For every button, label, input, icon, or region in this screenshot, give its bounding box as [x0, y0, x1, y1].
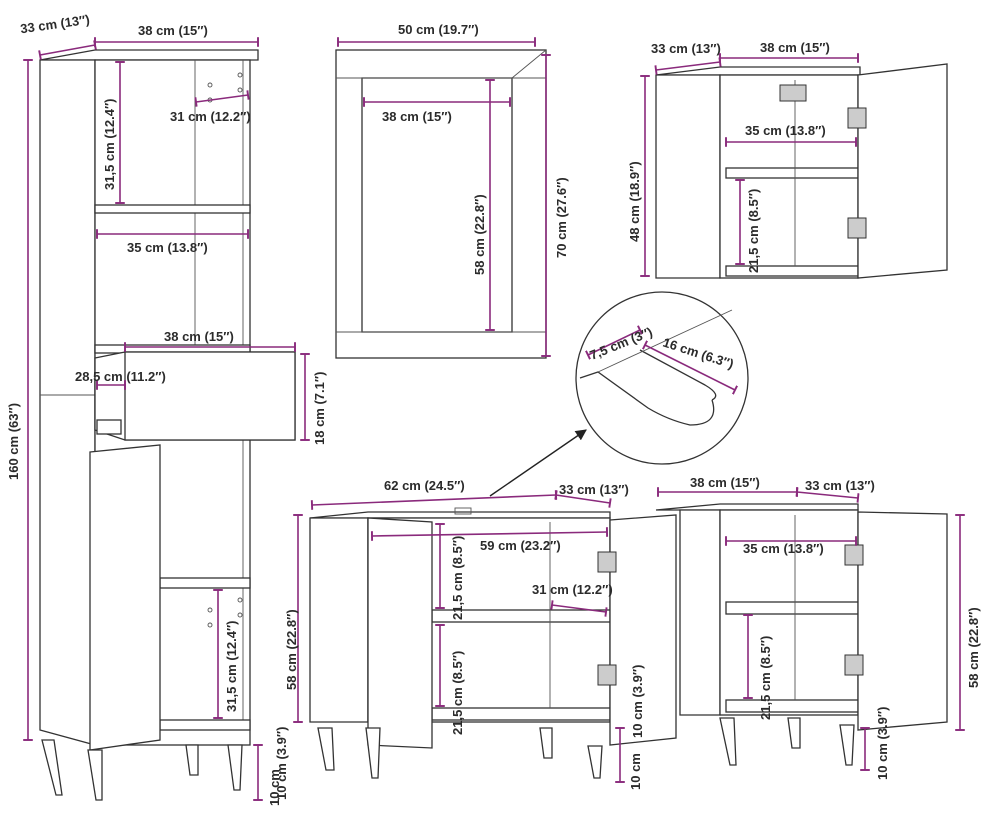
- mirror-inner-width-label: 38 cm (15″): [382, 109, 452, 124]
- mirror: 50 cm (19.7″) 38 cm (15″) 58 cm (22.8″) …: [335, 22, 569, 359]
- hinge-icon: [597, 551, 617, 573]
- sink-inner-width-label: 59 cm (23.2″): [480, 538, 561, 553]
- detail-arrow: [489, 429, 587, 497]
- tall-cabinet-shelf-lower: [159, 577, 251, 589]
- wall-inner-width-label: 35 cm (13.8″): [745, 123, 826, 138]
- sink-height-label: 58 cm (22.8″): [284, 609, 299, 690]
- sink-inner-depth-label: 31 cm (12.2″): [532, 582, 613, 597]
- tall-inner-depth-label: 31 cm (12.2″): [170, 109, 251, 124]
- tall-drawer-width-label: 38 cm (15″): [164, 329, 234, 344]
- side-cabinet-top: [655, 503, 859, 511]
- wall-cabinet-door: [857, 63, 948, 279]
- tall-height-label: 160 cm (63″): [6, 403, 21, 480]
- wall-width-label: 38 cm (15″): [760, 40, 830, 55]
- tall-cabinet-leg: [227, 744, 243, 791]
- wall-cabinet-side: [655, 74, 721, 279]
- side-inner-width-label: 35 cm (13.8″): [743, 541, 824, 556]
- sink-cabinet-side: [309, 517, 369, 723]
- tall-cabinet-bottom: [159, 719, 251, 731]
- hinge-icon: [847, 107, 867, 129]
- sink-leg-height-label: 10 cm (3.9″): [630, 665, 645, 738]
- wall-height-label: 48 cm (18.9″): [627, 161, 642, 242]
- wall-depth-label: 33 cm (13″): [651, 41, 721, 56]
- hinge-icon: [844, 544, 864, 566]
- tall-cabinet: 33 cm (13″) 38 cm (15″) 31 cm (12.2″) 31…: [6, 12, 327, 806]
- mirror-height-label: 70 cm (27.6″): [554, 177, 569, 258]
- sink-cabinet-leg: [587, 745, 603, 779]
- sink-leg-cm-label: 10 cm: [628, 753, 643, 790]
- tall-cabinet-leg: [41, 739, 63, 796]
- tall-leg-height-label: 10 cm (3.9″): [274, 727, 289, 800]
- tall-bottom-shelf-label: 31,5 cm (12.4″): [224, 620, 239, 712]
- hinge-icon: [847, 217, 867, 239]
- side-cabinet-leg: [787, 717, 801, 749]
- tall-drawer-depth-label: 28,5 cm (11.2″): [75, 369, 166, 384]
- side-cabinet-door: [857, 511, 948, 731]
- sink-cabinet: 62 cm (24.5″) 33 cm (13″) 59 cm (23.2″) …: [284, 478, 677, 790]
- sink-width-label: 62 cm (24.5″): [384, 478, 465, 493]
- wall-cabinet-bracket: [779, 84, 807, 102]
- tall-cabinet-drawer-front: [124, 351, 296, 441]
- side-width-label: 38 cm (15″): [690, 475, 760, 490]
- sink-cabinet-door-left: [367, 517, 433, 749]
- tall-cabinet-leg: [87, 749, 103, 801]
- mirror-inner-height-label: 58 cm (22.8″): [472, 194, 487, 275]
- wall-shelf-height-label: 21,5 cm (8.5″): [746, 189, 761, 273]
- tall-inner-width-label: 35 cm (13.8″): [127, 240, 208, 255]
- side-depth-label: 33 cm (13″): [805, 478, 875, 493]
- tall-cabinet-top: [39, 49, 259, 61]
- hinge-icon: [597, 664, 617, 686]
- tall-cabinet-side: [39, 59, 96, 746]
- side-cabinet-leg: [839, 724, 855, 766]
- side-cabinet-shelf: [725, 601, 859, 615]
- sink-cabinet-leg: [317, 727, 335, 771]
- tall-leg-cm-label: 10 cm: [267, 769, 282, 806]
- side-cabinet: 38 cm (15″) 33 cm (13″) 35 cm (13.8″) 21…: [655, 475, 981, 780]
- detail-circle: [575, 291, 749, 465]
- side-height-label: 58 cm (22.8″): [966, 607, 981, 688]
- sink-cabinet-top: [309, 511, 611, 519]
- handle-groove: [579, 371, 715, 426]
- wall-cabinet-top: [655, 66, 861, 76]
- sink-depth-label: 33 cm (13″): [559, 482, 629, 497]
- sink-upper-height-label: 21,5 cm (8.5″): [450, 536, 465, 620]
- drawer-slide: [96, 419, 122, 435]
- side-cabinet-side: [679, 509, 721, 716]
- side-lower-height-label: 21,5 cm (8.5″): [758, 636, 773, 720]
- tall-cabinet-door: [89, 444, 161, 751]
- tall-top-shelf-label: 31,5 cm (12.4″): [102, 98, 117, 190]
- hinge-icon: [844, 654, 864, 676]
- sink-cabinet-leg: [539, 727, 553, 759]
- tall-cabinet-leg: [185, 744, 199, 776]
- side-cabinet-leg: [719, 717, 737, 766]
- tall-depth-label: 33 cm (13″): [19, 12, 90, 37]
- side-leg-height-label: 10 cm (3.9″): [875, 707, 890, 780]
- handle-detail: 7,5 cm (3″) 16 cm (6.3″): [489, 291, 749, 497]
- sink-cabinet-leg: [365, 727, 381, 779]
- tall-drawer-height-label: 18 cm (7.1″): [312, 372, 327, 445]
- mirror-width-label: 50 cm (19.7″): [398, 22, 479, 37]
- wall-cabinet: 33 cm (13″) 38 cm (15″) 35 cm (13.8″) 48…: [627, 40, 948, 279]
- side-cabinet-bottom: [725, 699, 859, 713]
- wall-cabinet-shelf: [725, 167, 859, 179]
- tall-cabinet-shelf-upper: [94, 204, 251, 214]
- tall-width-label: 38 cm (15″): [138, 23, 208, 38]
- sink-lower-height-label: 21,5 cm (8.5″): [450, 651, 465, 735]
